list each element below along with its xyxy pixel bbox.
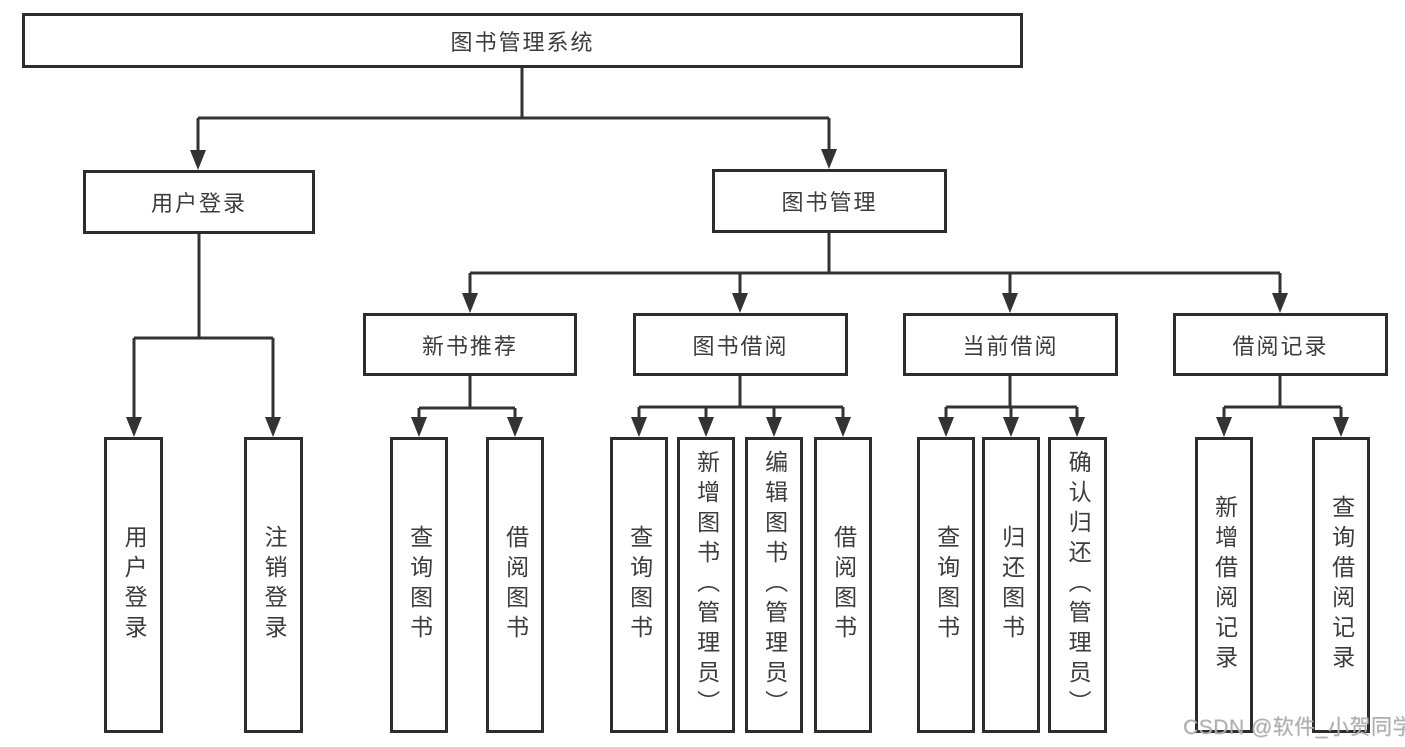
node-user-login: 用户登录 — [83, 170, 315, 234]
leaf-logout: 注销登录 — [244, 437, 303, 733]
leaf-recommend-query-books: 查询图书 — [390, 437, 448, 733]
node-current-borrow: 当前借阅 — [903, 313, 1118, 376]
leaf-borrow-query-books: 查询图书 — [610, 437, 668, 733]
leaf-records-query-record: 查询借阅记录 — [1312, 437, 1370, 733]
leaf-current-query-books: 查询图书 — [917, 437, 975, 733]
leaf-current-return-books: 归还图书 — [982, 437, 1040, 733]
node-book-borrow: 图书借阅 — [633, 313, 848, 376]
node-borrow-records: 借阅记录 — [1173, 313, 1388, 376]
node-book-management: 图书管理 — [712, 169, 947, 233]
leaf-borrow-borrow-books: 借阅图书 — [814, 437, 872, 733]
leaf-borrow-add-books-admin: 新增图书（管理员） — [677, 437, 735, 733]
node-root-system: 图书管理系统 — [22, 13, 1023, 68]
leaf-current-confirm-return-admin: 确认归还（管理员） — [1048, 437, 1107, 733]
leaf-user-login: 用户登录 — [104, 437, 163, 733]
leaf-records-add-record: 新增借阅记录 — [1195, 437, 1253, 733]
leaf-recommend-borrow-books: 借阅图书 — [486, 437, 544, 733]
node-new-book-recommend: 新书推荐 — [363, 313, 577, 376]
csdn-watermark: CSDN @软件_小贺同学 — [1183, 716, 1405, 739]
leaf-borrow-edit-books-admin: 编辑图书（管理员） — [745, 437, 803, 733]
